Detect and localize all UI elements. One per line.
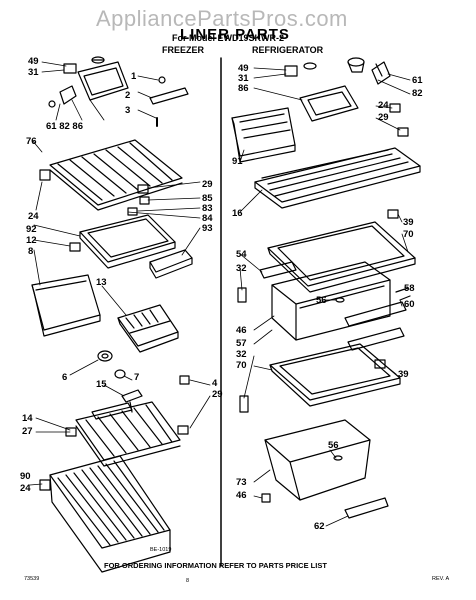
callout-f31: 31: [28, 67, 39, 78]
fridge-rail-upper: [237, 261, 297, 303]
callout-r56a: 56: [316, 295, 327, 306]
callout-r54: 54: [236, 249, 247, 260]
fridge-light-socket: [284, 62, 317, 77]
drawing-code: BE-1019: [150, 547, 172, 553]
callout-r39b: 39: [398, 369, 409, 380]
freezer-light-housing: [63, 56, 129, 101]
callout-r49: 49: [238, 63, 249, 74]
fridge-bracket-lower: [239, 395, 249, 413]
fridge-meat-drawer: [264, 419, 371, 501]
callout-f14: 14: [22, 413, 33, 424]
callout-r24: 24: [378, 100, 389, 111]
callout-f15: 15: [96, 379, 107, 390]
freezer-clips: [69, 196, 150, 252]
freezer-ice-tray: [79, 214, 176, 269]
callout-f29a: 29: [202, 179, 213, 190]
callout-f76: 76: [26, 136, 37, 147]
freezer-lower-shelf: [65, 401, 181, 467]
fridge-clip-39b: [374, 359, 386, 369]
callout-r60: 60: [404, 299, 415, 310]
watermark: AppliancePartsPros.com: [96, 6, 348, 31]
footer-code: 73539: [24, 576, 40, 582]
callout-f83: 83: [202, 203, 213, 214]
callout-f13: 13: [96, 277, 107, 288]
callout-f12: 12: [26, 235, 37, 246]
callout-r57: 57: [236, 338, 247, 349]
callout-r31: 31: [238, 73, 249, 84]
revision-label: REV. A: [432, 576, 450, 582]
callout-r70b: 70: [236, 360, 247, 371]
freezer-clip-4: [179, 375, 190, 385]
callout-f24: 24: [28, 211, 39, 222]
callout-r73: 73: [236, 477, 247, 488]
fridge-crisper-drawer-upper: [271, 261, 391, 341]
callout-r32b: 32: [236, 349, 247, 360]
callout-f85: 85: [202, 193, 213, 204]
callout-r46a: 46: [236, 325, 247, 336]
freezer-knobs: [97, 350, 126, 379]
ordering-instruction: FOR ORDERING INFORMATION REFER TO PARTS …: [104, 561, 327, 570]
fridge-drawer-handle: [344, 497, 389, 519]
freezer-control-bracket: [48, 76, 189, 127]
fridge-clip-46b: [261, 493, 271, 503]
freezer-clip-29: [177, 425, 189, 435]
callout-f27: 27: [22, 426, 33, 437]
callout-f7: 7: [134, 372, 140, 383]
callout-f61-82-86: 61 82 86: [46, 121, 83, 132]
callout-f29b: 29: [212, 389, 223, 400]
callout-f4: 4: [212, 378, 218, 389]
callout-r16: 16: [232, 208, 243, 219]
freezer-wire-shelf: [39, 139, 183, 211]
callout-f2: 2: [125, 90, 131, 101]
callout-r46b: 46: [236, 490, 247, 501]
callout-r56b: 56: [328, 440, 339, 451]
callout-r32a: 32: [236, 263, 247, 274]
callout-r82: 82: [412, 88, 423, 99]
callout-f93: 93: [202, 223, 213, 234]
freezer-section-label: FREEZER: [162, 45, 205, 55]
callout-r91: 91: [232, 156, 243, 167]
freezer-bin: [31, 274, 101, 337]
callout-r70a: 70: [403, 229, 414, 240]
callout-r39a: 39: [403, 217, 414, 228]
freezer-wire-basket: [39, 455, 171, 573]
callout-f6: 6: [62, 372, 68, 383]
callout-r62: 62: [314, 521, 325, 532]
fridge-dairy-bin: [231, 107, 296, 163]
callout-r29: 29: [378, 112, 389, 123]
fridge-glass-shelf: [254, 147, 421, 209]
fridge-crisper-cover-lower: [269, 343, 401, 407]
fridge-clip-39a: [387, 209, 399, 219]
callout-r86: 86: [238, 83, 249, 94]
callout-r58: 58: [404, 283, 415, 294]
callout-f3: 3: [125, 105, 131, 116]
callout-f90: 90: [20, 471, 31, 482]
leader-lines: [29, 61, 411, 527]
fridge-crisper-cover-upper: [267, 221, 416, 293]
callout-f8: 8: [28, 246, 34, 257]
page-number: 8: [186, 578, 190, 584]
callout-f49: 49: [28, 56, 39, 67]
refrigerator-section-label: REFRIGERATOR: [252, 45, 324, 55]
page-title: LINER PARTS: [180, 26, 290, 43]
model-number: For Model EWD19SKWR-2: [172, 33, 285, 43]
freezer-ice-cube-tray: [117, 304, 179, 353]
callout-f84: 84: [202, 213, 213, 224]
fridge-control-panel: [299, 57, 409, 137]
callout-f24b: 24: [20, 483, 31, 494]
callout-f1: 1: [131, 71, 137, 82]
callout-f92: 92: [26, 224, 37, 235]
freezer-shelf-bar: [149, 249, 193, 279]
callout-r61: 61: [412, 75, 423, 86]
